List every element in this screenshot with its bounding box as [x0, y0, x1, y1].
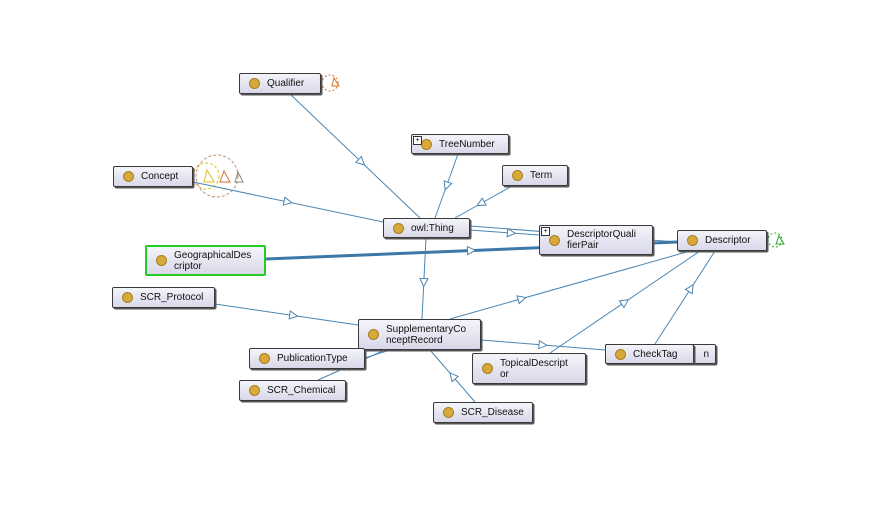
- node-publication-type[interactable]: PublicationType: [249, 348, 365, 369]
- node-tree-number[interactable]: + TreeNumber: [411, 134, 509, 154]
- class-icon: [512, 170, 523, 181]
- class-icon: [482, 363, 493, 374]
- arrowhead: [466, 245, 477, 256]
- edge-topicaldescriptor-descriptor: [549, 250, 701, 354]
- class-icon: [443, 407, 454, 418]
- node-scr-chemical[interactable]: SCR_Chemical: [239, 380, 346, 401]
- node-label: Term: [530, 170, 553, 181]
- node-owl-thing[interactable]: owl:Thing: [383, 218, 470, 238]
- node-scr-protocol[interactable]: SCR_Protocol: [112, 287, 215, 308]
- arrowhead: [618, 299, 630, 309]
- arrowhead: [443, 180, 453, 191]
- node-label: SCR_Protocol: [140, 292, 204, 303]
- edge-supplementaryconceptrecord-checktag: [480, 339, 606, 351]
- arrowhead: [288, 310, 299, 320]
- edge-term-owl-thing: [454, 185, 513, 219]
- edge-descriptor-supplementaryconceptrecord: [449, 250, 691, 320]
- node-label: PublicationType: [277, 353, 348, 364]
- node-label: SupplementaryCo nceptRecord: [386, 323, 467, 346]
- arrowhead: [476, 197, 487, 207]
- node-check-tag[interactable]: CheckTag: [605, 344, 694, 364]
- node-geographical-descriptor[interactable]: GeographicalDes criptor: [145, 245, 266, 276]
- node-label: Qualifier: [267, 78, 305, 89]
- node-supplementary-concept-record[interactable]: SupplementaryCo nceptRecord: [358, 319, 481, 350]
- node-label: Descriptor: [705, 235, 751, 246]
- class-icon: [421, 138, 432, 150]
- node-label: n: [703, 348, 709, 360]
- edge-checktag-descriptor: [654, 250, 716, 345]
- arrowhead: [282, 196, 294, 206]
- node-term[interactable]: Term: [502, 165, 568, 186]
- node-label: TopicalDescript or: [500, 357, 568, 380]
- edge-treenumber-owl-thing: [434, 153, 459, 219]
- class-icon: [249, 78, 260, 89]
- node-scr-disease[interactable]: SCR_Disease: [433, 402, 533, 423]
- arrowhead: [516, 295, 527, 305]
- arrowhead: [538, 339, 549, 350]
- arrowhead: [419, 277, 429, 288]
- edge-scrprotocol-supplementaryconceptrecord: [214, 303, 359, 326]
- green-dashed-loop-icon: [767, 232, 785, 248]
- expand-plus-icon[interactable]: +: [413, 136, 422, 145]
- edge-owl-thing-descriptorqualifierpair: [469, 227, 540, 238]
- node-label: DescriptorQuali fierPair: [567, 229, 636, 251]
- node-label: SCR_Chemical: [267, 385, 336, 396]
- class-icon: [549, 234, 560, 246]
- class-icon: [123, 171, 134, 182]
- edge-concept-owl-thing: [192, 181, 384, 223]
- edge-scrdisease-supplementaryconceptrecord: [429, 349, 476, 403]
- node-label: TreeNumber: [439, 138, 495, 150]
- class-icon: [393, 222, 404, 234]
- arrowhead: [354, 155, 366, 166]
- edge-owl-thing-supplementaryconceptrecord: [419, 237, 429, 320]
- node-label: owl:Thing: [411, 222, 454, 234]
- edge-qualifier-owl-thing: [289, 93, 421, 219]
- class-icon: [122, 292, 133, 303]
- arrowhead: [449, 372, 460, 383]
- node-label: SCR_Disease: [461, 407, 524, 418]
- node-label: Concept: [141, 171, 179, 182]
- class-icon: [368, 329, 379, 340]
- class-icon: [615, 348, 626, 360]
- node-descriptor[interactable]: Descriptor: [677, 230, 767, 251]
- class-icon: [249, 385, 260, 396]
- expand-plus-icon[interactable]: +: [541, 227, 550, 236]
- node-descriptor-qualifier-pair[interactable]: + DescriptorQuali fierPair: [539, 225, 653, 255]
- node-topical-descriptor[interactable]: TopicalDescript or: [472, 353, 586, 384]
- gray-dashed-loop-icon: [234, 170, 244, 183]
- arrowhead: [506, 227, 517, 238]
- node-concept[interactable]: Concept: [113, 166, 193, 187]
- class-icon: [156, 255, 167, 266]
- class-icon: [687, 235, 698, 246]
- arrowhead: [684, 283, 694, 295]
- node-label: GeographicalDes criptor: [174, 249, 252, 272]
- node-qualifier[interactable]: Qualifier: [239, 73, 321, 94]
- orange-dashed-loop-icon: [321, 74, 340, 92]
- yellow-dashed-loop-icon: [192, 154, 239, 198]
- node-label: CheckTag: [633, 348, 678, 360]
- class-icon: [259, 353, 270, 364]
